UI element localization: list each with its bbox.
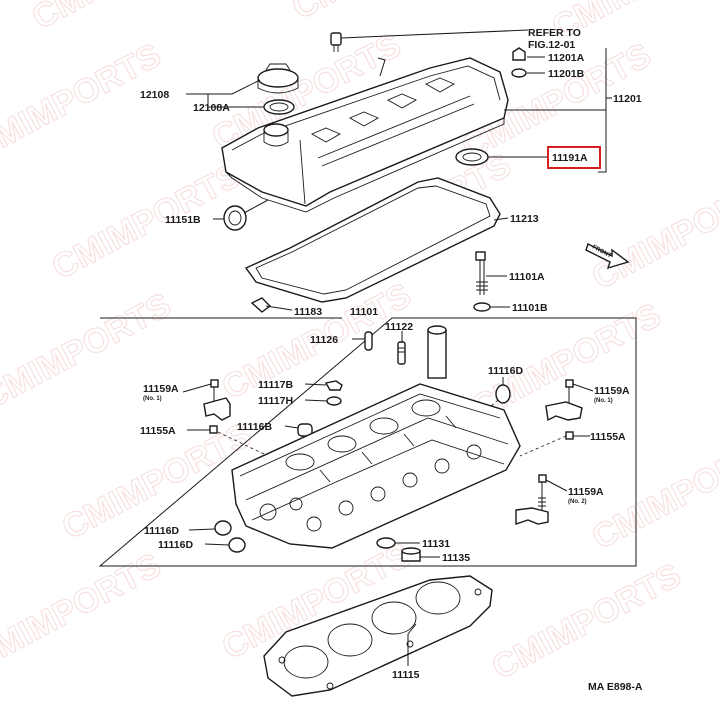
- label-12108A[interactable]: 12108A: [193, 102, 230, 114]
- label-12108[interactable]: 12108: [140, 89, 169, 101]
- leader-lines: [182, 48, 612, 666]
- label-11116D-top[interactable]: 11116D: [488, 365, 523, 377]
- label-11201B[interactable]: 11201B: [548, 68, 585, 80]
- spark-plug-tube-seal-11191A[interactable]: [455, 148, 489, 166]
- bearing-cap-bolt-no2[interactable]: [538, 474, 547, 512]
- spark-plug-tube[interactable]: [427, 325, 447, 379]
- label-11126[interactable]: 11126: [310, 334, 338, 346]
- cylinder-head-gasket-11115[interactable]: [263, 575, 493, 697]
- label-11101B[interactable]: 11101B: [512, 302, 548, 314]
- cam-seal-11151B[interactable]: [223, 205, 247, 231]
- label-no1-right: (No. 1): [594, 398, 613, 404]
- head-bolt-11101A[interactable]: [475, 251, 488, 295]
- cap-nut-11201A[interactable]: [512, 47, 526, 61]
- head-cover-gasket-11213[interactable]: [244, 177, 501, 303]
- label-11117B[interactable]: 11117B: [258, 379, 293, 391]
- label-11115[interactable]: 11115: [392, 669, 420, 681]
- label-11201A[interactable]: 11201A: [548, 52, 585, 64]
- grommet-11201B[interactable]: [511, 68, 527, 78]
- bearing-cap-no1-right[interactable]: [545, 401, 583, 422]
- plug-11116D-lower-a[interactable]: [214, 520, 232, 536]
- label-11101A[interactable]: 11101A: [509, 271, 545, 283]
- label-11213[interactable]: 11213: [510, 213, 539, 225]
- label-11183[interactable]: 11183: [294, 306, 322, 318]
- filler-cap-gasket-12108A[interactable]: [263, 99, 295, 115]
- callout-labels: REFER TO FIG.12-01 11201A 11201B 11201 1…: [140, 27, 643, 693]
- diagram-code: MA E898-A: [588, 681, 643, 693]
- oil-filler-cap-12108[interactable]: [257, 63, 299, 94]
- label-no2: (No. 2): [568, 499, 587, 505]
- label-11155A-left[interactable]: 11155A: [140, 425, 176, 437]
- bearing-cap-no1-left[interactable]: [203, 397, 231, 421]
- valve-guide-11122[interactable]: [397, 341, 406, 365]
- cylinder-head-assembly-frame: [98, 317, 637, 567]
- label-11101[interactable]: 11101: [350, 306, 378, 318]
- plug-11116D-lower-b[interactable]: [228, 537, 246, 553]
- part-11135[interactable]: [401, 547, 421, 562]
- label-11116D-a[interactable]: 11116D: [144, 525, 179, 537]
- label-11135[interactable]: 11135: [442, 552, 470, 564]
- front-direction-arrow: [585, 243, 630, 270]
- label-11151B[interactable]: 11151B: [165, 214, 201, 226]
- part-11183[interactable]: [250, 297, 272, 313]
- plug-11117B[interactable]: [324, 380, 343, 391]
- label-11155A-right[interactable]: 11155A: [590, 431, 626, 443]
- label-11159A-left[interactable]: 11159A: [143, 383, 179, 395]
- refer-note-line1[interactable]: REFER TO: [528, 27, 581, 39]
- label-11117H[interactable]: 11117H: [258, 395, 293, 407]
- cylinder-head-11101[interactable]: [231, 383, 521, 549]
- gasket-11117H[interactable]: [326, 396, 342, 406]
- head-bolt-washer-11101B[interactable]: [473, 302, 491, 312]
- bearing-cap-no2[interactable]: [515, 507, 549, 525]
- label-11131[interactable]: 11131: [422, 538, 450, 550]
- valve-cover[interactable]: [221, 57, 509, 213]
- label-11116D-b[interactable]: 11116D: [158, 539, 193, 551]
- sensor-part[interactable]: [330, 32, 342, 52]
- label-11116B[interactable]: 11116B: [237, 421, 272, 433]
- label-11191A[interactable]: 11191A: [552, 152, 588, 164]
- highlight-box-11191A: [547, 146, 601, 169]
- part-11131[interactable]: [376, 537, 396, 549]
- label-11159A-lower[interactable]: 11159A: [568, 486, 604, 498]
- label-no1-left: (No. 1): [143, 396, 162, 402]
- label-11159A-right[interactable]: 11159A: [594, 385, 630, 397]
- dowel-11155A-left[interactable]: [209, 425, 218, 434]
- bearing-cap-bolt-right[interactable]: [565, 379, 574, 404]
- pin-11126[interactable]: [364, 331, 373, 351]
- dowel-11155A-right[interactable]: [565, 431, 574, 440]
- label-11122[interactable]: 11122: [385, 321, 413, 333]
- refer-note-line2[interactable]: FIG.12-01: [528, 39, 575, 51]
- label-11201[interactable]: 11201: [613, 93, 642, 105]
